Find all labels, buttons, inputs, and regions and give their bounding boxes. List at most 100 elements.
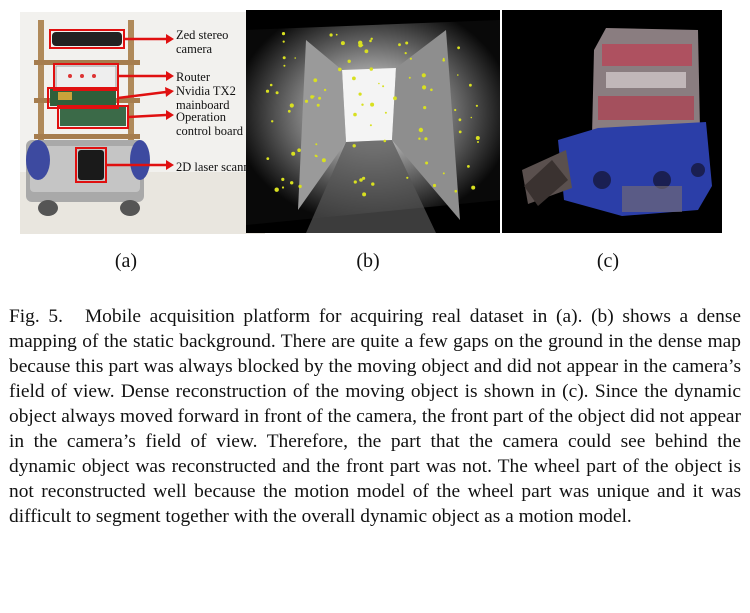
map-keypoint <box>281 177 285 181</box>
map-keypoint <box>475 104 478 107</box>
callout-router: Router <box>176 70 211 84</box>
map-keypoint <box>359 178 363 182</box>
map-keypoint <box>362 192 367 197</box>
map-keypoint <box>304 99 309 103</box>
map-keypoint <box>423 106 427 110</box>
callout-operation-control-board: Operation control board <box>176 110 243 138</box>
map-keypoint <box>371 182 375 186</box>
map-keypoint <box>369 67 373 71</box>
map-keypoint <box>442 172 445 175</box>
map-keypoint <box>454 108 457 112</box>
map-keypoint <box>282 56 286 60</box>
map-keypoint <box>358 40 363 45</box>
map-keypoint <box>432 183 437 188</box>
map-keypoint <box>398 43 401 47</box>
map-keypoint <box>406 176 409 179</box>
map-keypoint <box>467 165 470 168</box>
map-keypoint <box>378 82 380 85</box>
map-keypoint <box>364 49 369 54</box>
map-keypoint <box>477 141 479 143</box>
caption-text: Mobile acquisition platform for acquirin… <box>9 306 741 527</box>
map-keypoint <box>425 161 429 165</box>
map-keypoint <box>421 73 426 78</box>
map-keypoint <box>274 187 279 192</box>
map-keypoint <box>283 64 286 67</box>
map-keypoint <box>318 96 322 100</box>
callout-nvidia-tx2: Nvidia TX2 mainboard <box>176 84 236 112</box>
map-keypoint <box>418 137 421 140</box>
figure-caption: Fig. 5.Mobile acquisition platform for a… <box>9 304 741 529</box>
map-keypoint <box>265 89 270 93</box>
map-keypoint <box>315 143 318 146</box>
map-keypoint <box>383 139 387 143</box>
map-keypoint <box>314 154 317 157</box>
map-keypoint <box>370 37 373 40</box>
map-keypoint <box>291 151 296 156</box>
map-keypoint <box>313 78 318 83</box>
map-keypoint <box>281 186 285 189</box>
map-keypoint <box>275 91 279 95</box>
figure-number: Fig. 5. <box>9 306 63 327</box>
map-keypoint <box>408 76 411 79</box>
map-keypoint <box>321 158 326 163</box>
map-keypoint <box>266 157 270 161</box>
map-keypoint <box>430 88 433 92</box>
sublabel-b: (b) <box>356 250 380 272</box>
map-keypoint <box>338 67 342 72</box>
panel-b-dense-map <box>246 10 500 233</box>
map-keypoint <box>404 52 407 55</box>
map-keypoint <box>382 85 385 88</box>
map-keypoint <box>353 180 357 184</box>
map-keypoint <box>457 46 460 50</box>
map-keypoint <box>393 96 397 101</box>
map-keypoint <box>297 148 301 152</box>
map-keypoint <box>294 57 296 59</box>
map-keypoint <box>313 95 315 98</box>
map-keypoint <box>442 59 445 62</box>
map-keypoint <box>298 184 302 189</box>
object-reconstruction-render <box>502 10 722 233</box>
sublabel-a: (a) <box>114 250 138 272</box>
map-keypoint <box>335 33 338 36</box>
map-keypoint <box>316 103 320 107</box>
map-keypoint <box>269 83 273 87</box>
map-keypoint <box>424 137 428 141</box>
map-keypoint <box>352 144 356 148</box>
map-keypoint <box>454 189 458 193</box>
map-keypoint <box>422 85 427 90</box>
map-keypoint <box>271 120 274 123</box>
map-keypoint <box>289 103 294 108</box>
dense-map-render <box>246 10 500 233</box>
map-keypoint <box>370 102 375 107</box>
map-keypoint <box>458 130 462 134</box>
map-keypoint <box>369 124 372 127</box>
map-keypoint <box>310 95 314 99</box>
map-keypoint <box>457 74 459 76</box>
map-keypoint <box>409 57 412 60</box>
map-keypoint <box>458 118 462 122</box>
map-keypoint <box>287 109 291 113</box>
map-keypoint <box>470 116 473 119</box>
map-keypoint <box>384 111 387 114</box>
map-keypoint <box>469 83 472 87</box>
map-keypoint <box>471 185 476 190</box>
map-keypoint <box>352 76 356 81</box>
map-keypoint <box>282 40 285 43</box>
map-keypoint <box>361 103 364 106</box>
map-keypoint <box>369 39 372 43</box>
map-keypoint <box>362 176 366 180</box>
callout-zed-stereo-camera: Zed stereo camera <box>176 28 229 56</box>
panel-a-robot-photo: Zed stereo camera Router Nvidia TX2 main… <box>20 12 265 234</box>
map-keypoint <box>353 112 357 117</box>
map-keypoint <box>329 33 333 37</box>
robot-illustration <box>20 12 265 234</box>
map-keypoint <box>281 32 286 36</box>
panel-c-object-reconstruction <box>502 10 722 233</box>
map-keypoint <box>358 92 362 96</box>
map-keypoint <box>290 181 294 185</box>
sublabel-c: (c) <box>596 250 620 272</box>
map-keypoint <box>323 88 327 92</box>
map-keypoint <box>418 127 424 133</box>
map-keypoint <box>475 136 480 140</box>
map-keypoint <box>347 59 351 63</box>
